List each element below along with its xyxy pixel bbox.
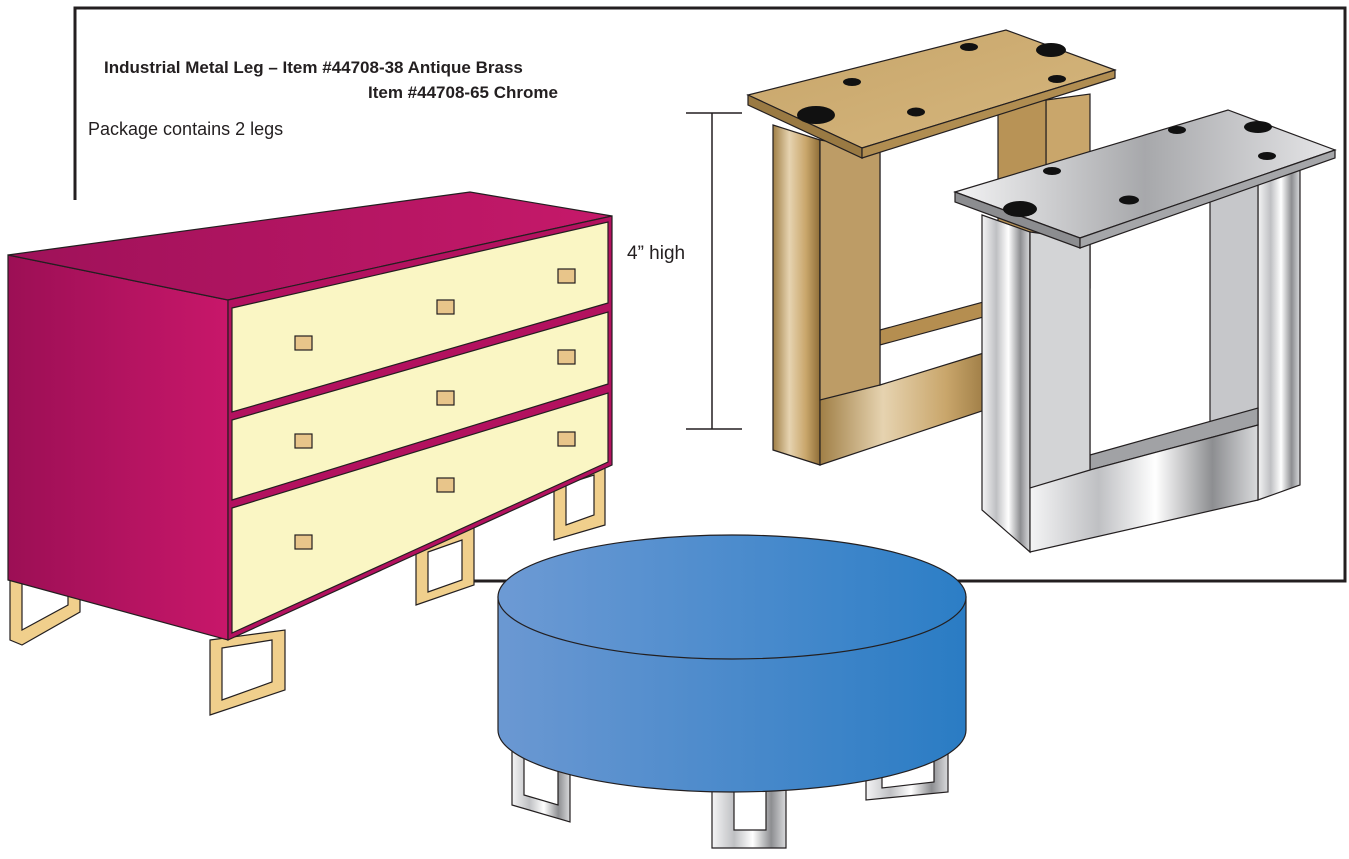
ottoman-illustration bbox=[497, 534, 967, 849]
drawer-bottom bbox=[231, 392, 609, 634]
drawer-top bbox=[231, 221, 609, 413]
product-title-line1: Industrial Metal Leg – Item #44708-38 An… bbox=[104, 58, 523, 77]
product-title-line2: Item #44708-65 Chrome bbox=[368, 83, 558, 102]
frame-border bbox=[73, 6, 1347, 583]
height-label: 4” high bbox=[627, 243, 686, 264]
height-dimension-line bbox=[686, 112, 742, 430]
drawer-middle bbox=[231, 311, 609, 501]
package-note: Package contains 2 legs bbox=[88, 119, 284, 139]
dresser-illustration bbox=[7, 191, 613, 716]
chrome-leg-illustration bbox=[953, 109, 1337, 554]
